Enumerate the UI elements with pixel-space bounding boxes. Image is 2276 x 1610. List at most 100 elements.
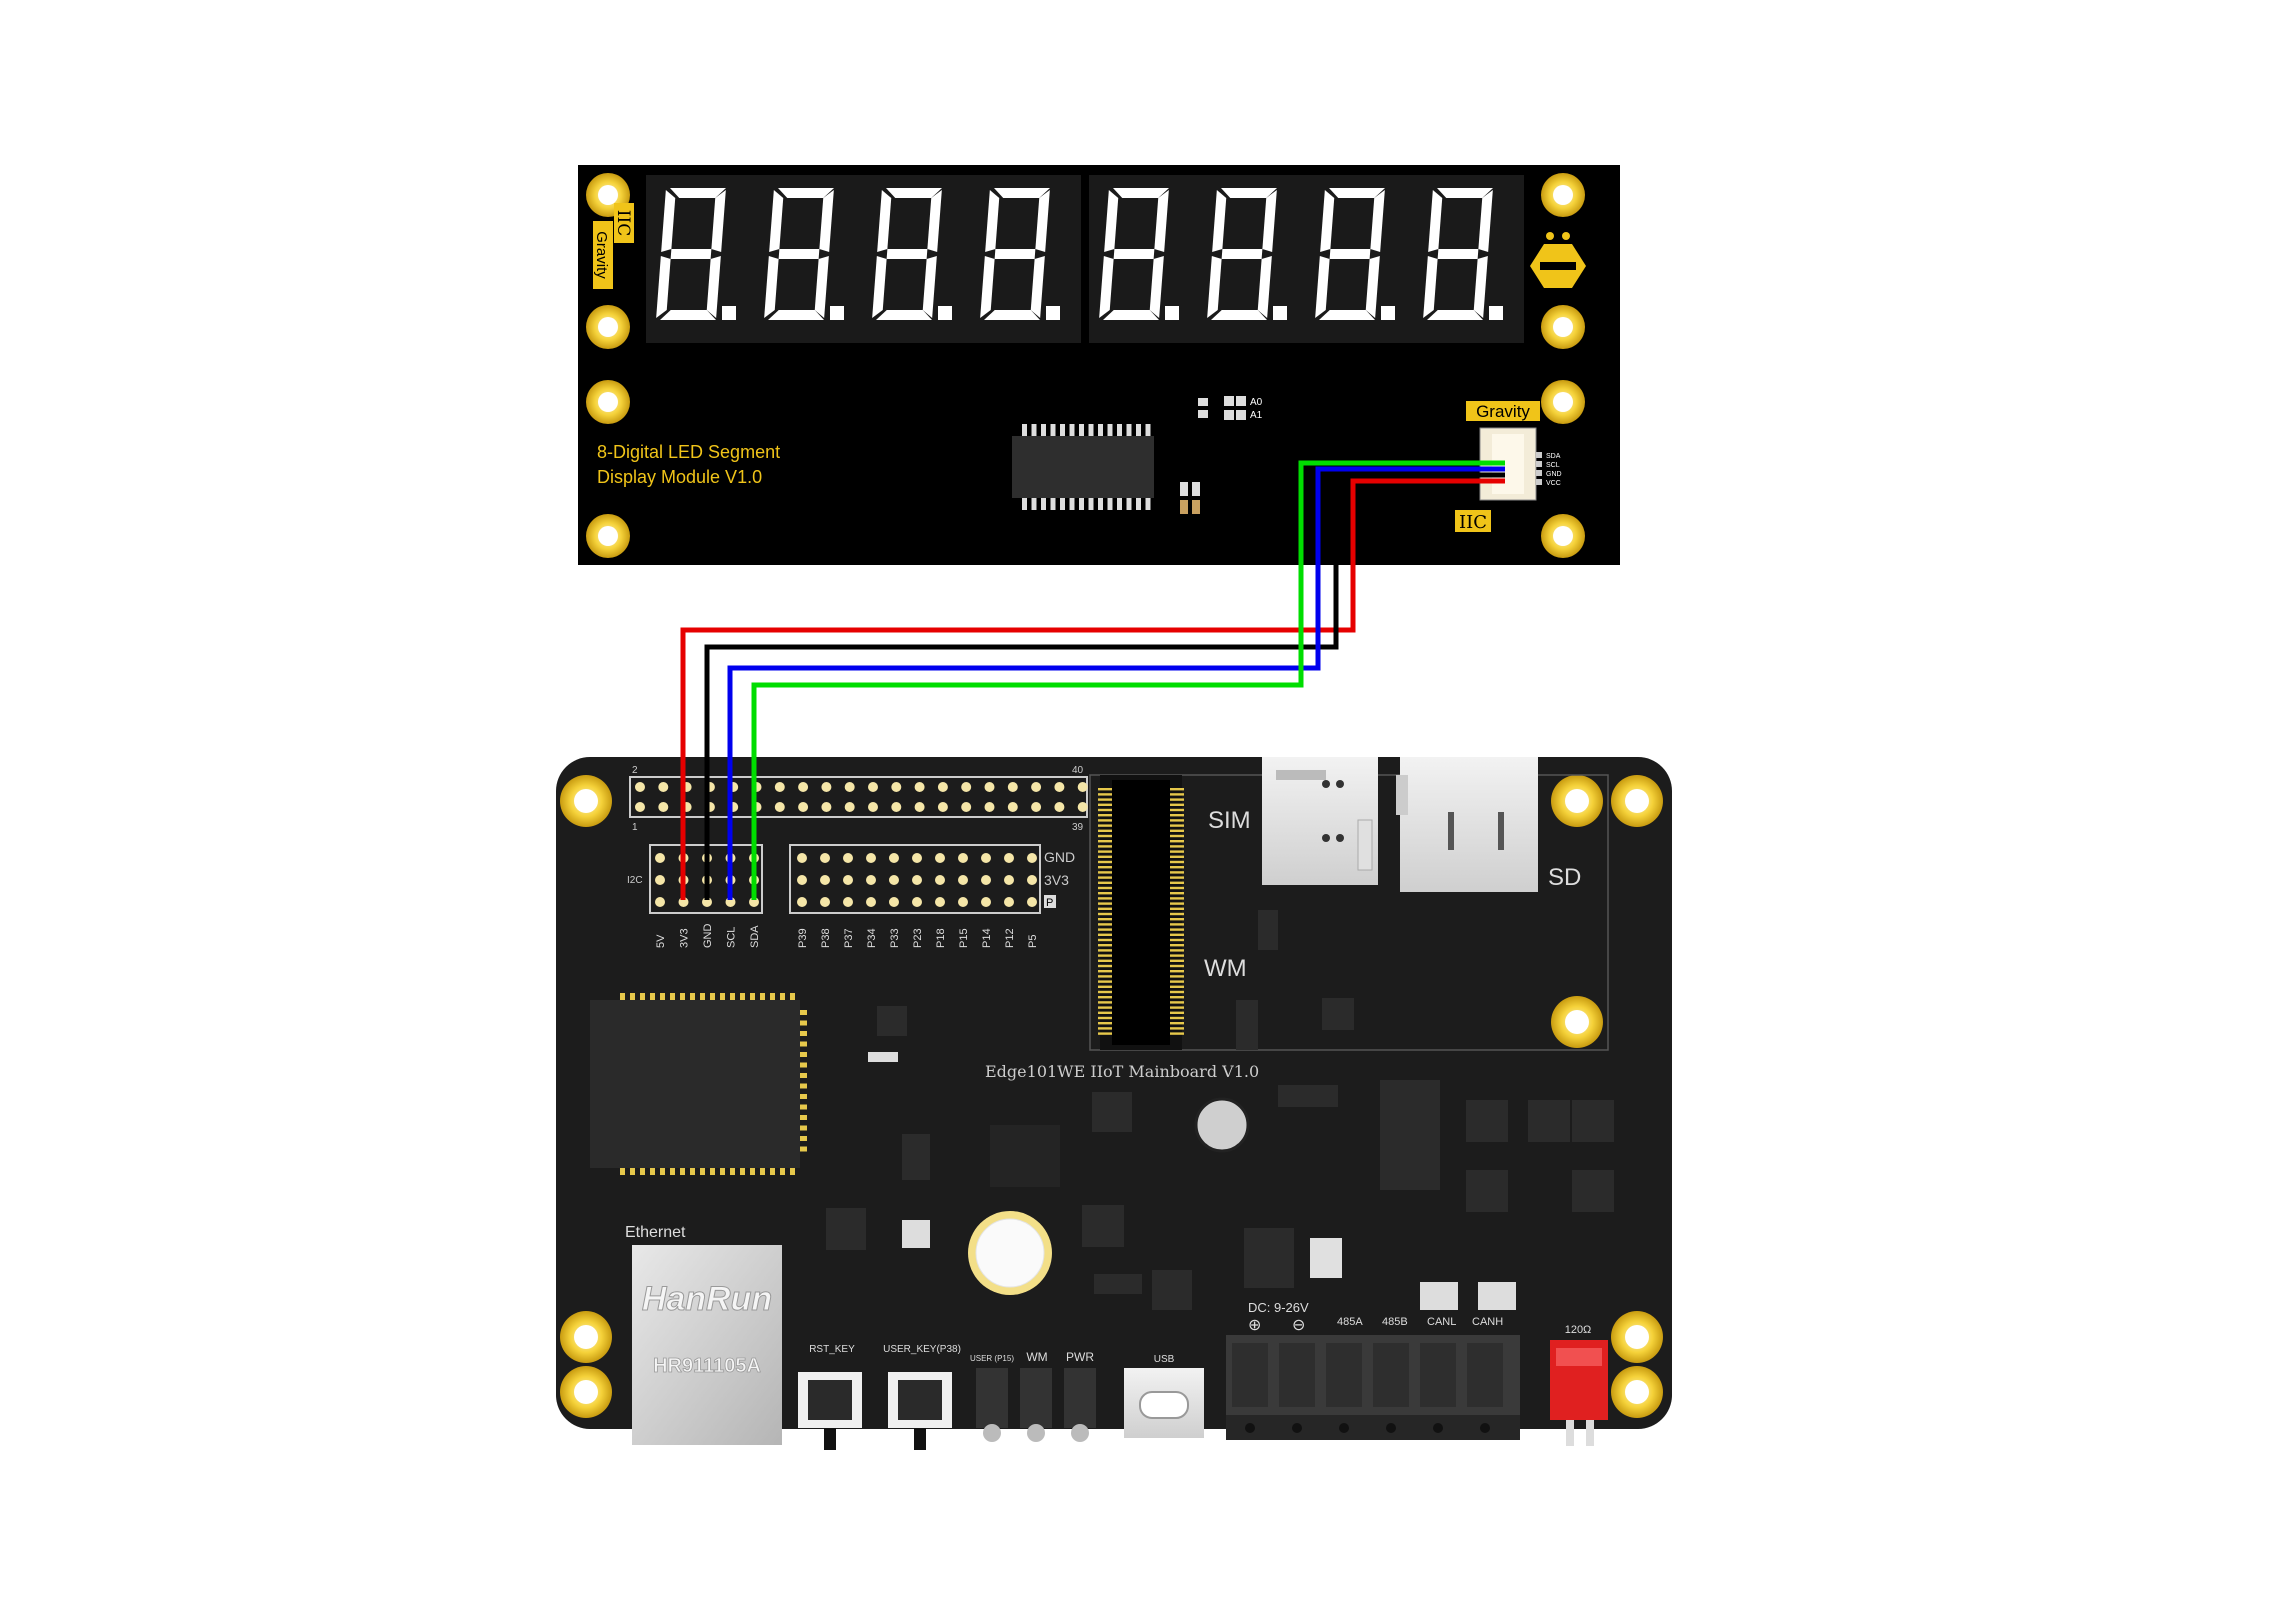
header-pin (655, 897, 665, 907)
misc-components (826, 910, 1614, 1310)
module-pad (800, 1136, 807, 1141)
svg-text:IIC: IIC (1459, 512, 1487, 533)
module-pad (680, 993, 685, 1000)
module-pad (700, 993, 705, 1000)
header-pin (958, 853, 968, 863)
driver-ic (1012, 424, 1154, 510)
usb-c-port[interactable] (1124, 1368, 1204, 1438)
m2-contact (1098, 964, 1112, 968)
header-pin (1054, 802, 1065, 812)
module-pad (700, 1168, 705, 1175)
m2-contact (1098, 834, 1112, 838)
led-segment (1320, 190, 1335, 252)
header-pin (1027, 875, 1037, 885)
led-segment (670, 188, 726, 198)
mainboard-mounting-holes (560, 775, 1663, 1418)
header-pin (912, 897, 922, 907)
m2-contact (1170, 824, 1184, 827)
led-segment (1154, 190, 1169, 252)
led-segment (1370, 190, 1385, 252)
module-pad (730, 993, 735, 1000)
module-pad (780, 1168, 785, 1175)
board-name: Edge101WE IIoT Mainboard V1.0 (985, 1062, 1259, 1081)
svg-text:VCC: VCC (1546, 480, 1561, 487)
module-pad (760, 1168, 765, 1175)
module-pad (690, 993, 695, 1000)
decimal-point (1273, 306, 1287, 320)
led-segment (1423, 256, 1438, 318)
m2-contact (1170, 944, 1184, 947)
module-pad (750, 993, 755, 1000)
header-pin (820, 897, 830, 907)
seven-segment-digit (1315, 188, 1395, 320)
header-pin (937, 802, 948, 812)
header-pin (914, 782, 925, 792)
led-segment (886, 188, 942, 198)
header-pin (866, 897, 876, 907)
header-pin (912, 875, 922, 885)
ic-pin (1031, 424, 1037, 436)
header-pin (1077, 782, 1088, 792)
pin-label: 5V (655, 934, 667, 948)
header-pin (961, 782, 972, 792)
pin-label: SCL (726, 927, 738, 948)
m2-contact (1098, 814, 1112, 817)
rst-key-button[interactable] (798, 1372, 862, 1450)
header-pin (1054, 782, 1065, 792)
led-segment (1221, 249, 1263, 259)
module-pad (800, 1073, 807, 1078)
pin-label: P33 (889, 928, 901, 948)
led-segment (1030, 256, 1045, 318)
led-segment (1329, 249, 1371, 259)
header-pin (843, 897, 853, 907)
module-pad (690, 1168, 695, 1175)
svg-text:2: 2 (632, 765, 638, 776)
ic-pin (1098, 424, 1103, 436)
m2-contact (1170, 1001, 1184, 1004)
module-pad (790, 1168, 795, 1175)
m2-contact (1170, 964, 1184, 968)
ic-pin (1126, 424, 1132, 436)
digit-group (656, 188, 1503, 320)
m2-contact (1098, 1022, 1112, 1025)
terminator-jumper[interactable] (1550, 1340, 1608, 1446)
svg-text:40: 40 (1072, 765, 1084, 776)
m2-contact (1170, 1027, 1184, 1030)
m2-contact (1098, 954, 1112, 957)
user-key-button[interactable] (888, 1372, 952, 1450)
module-pad (770, 993, 775, 1000)
m2-contact (1098, 876, 1112, 879)
header-pin (658, 802, 669, 812)
module-pad (800, 1041, 807, 1047)
m2-contact (1170, 970, 1184, 973)
bus-label-canl: CANL (1427, 1316, 1456, 1328)
header-pin (914, 802, 925, 812)
module-pad (750, 1168, 755, 1175)
svg-text:SCL: SCL (1546, 462, 1560, 469)
led-segment (1113, 188, 1169, 198)
header-pin (635, 782, 645, 792)
m2-contact (1098, 850, 1112, 853)
svg-text:P: P (1046, 897, 1053, 909)
m2-contact (1170, 850, 1184, 853)
dc-power-label: DC: 9-26V (1248, 1300, 1309, 1315)
led-wm-label: WM (1026, 1350, 1047, 1364)
display-mounting-holes (586, 173, 1585, 558)
m2-contact (1098, 990, 1112, 994)
header-pin (889, 853, 899, 863)
led-segment (764, 256, 779, 318)
expansion-header: GND 3V3 P (789, 844, 1075, 914)
m2-contact (1170, 871, 1184, 874)
led-segment (927, 190, 942, 252)
terminal-screw (1339, 1423, 1349, 1433)
m2-contact (1170, 1011, 1184, 1014)
header-pin (797, 897, 807, 907)
m2-contact (1098, 1016, 1112, 1020)
terminal-cell (1326, 1343, 1362, 1407)
svg-text:GND: GND (1546, 471, 1562, 478)
header-pin (866, 875, 876, 885)
module-pad (800, 1094, 807, 1099)
ic-pin (1126, 498, 1132, 510)
header-pin (961, 802, 972, 812)
led-segment (877, 190, 892, 252)
